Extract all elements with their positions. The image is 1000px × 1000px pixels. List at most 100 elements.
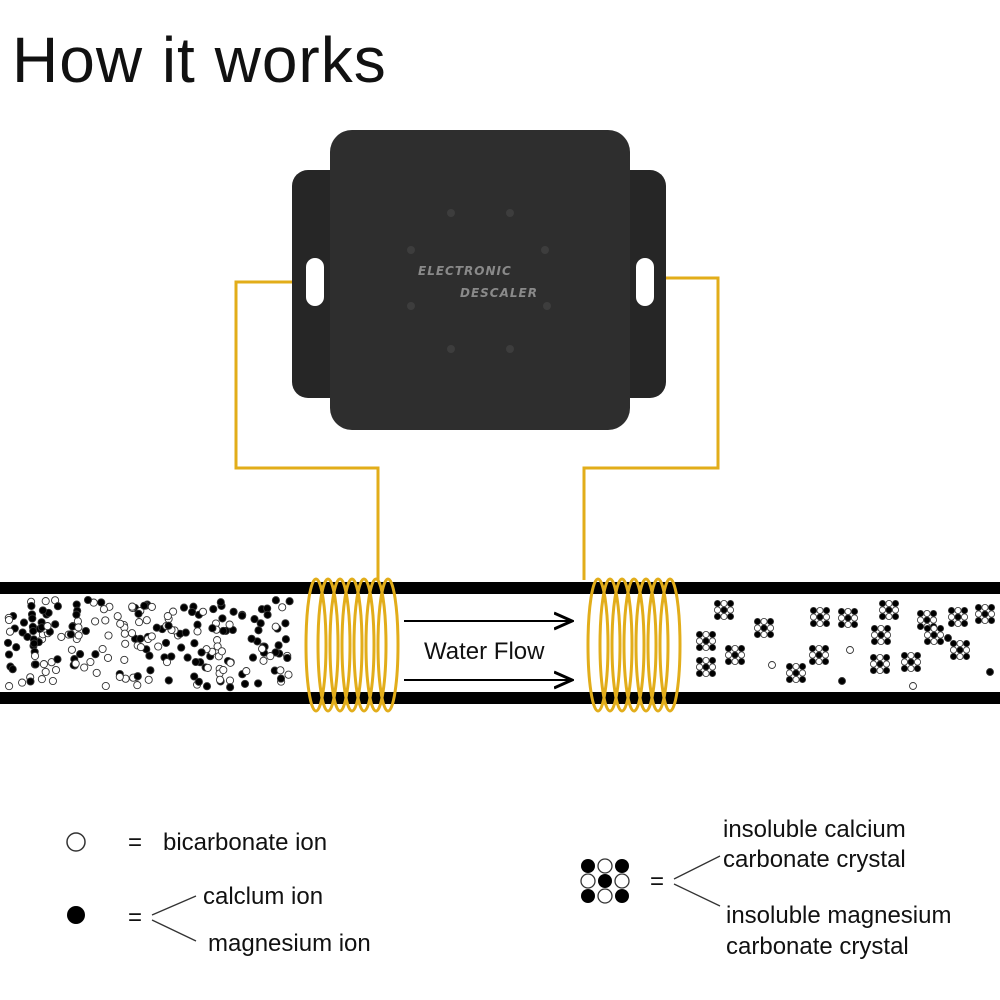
calcium-magnesium-ion xyxy=(209,605,218,614)
calcium-magnesium-ion xyxy=(194,677,203,686)
carbonate-crystal xyxy=(901,652,922,673)
bicarbonate-ion xyxy=(43,622,52,631)
calcium-magnesium-ion xyxy=(283,653,292,663)
pipe-top-wall xyxy=(0,582,1000,594)
crystal-symbol xyxy=(580,858,630,904)
legend-crystal-calcium-line1: insoluble calcium xyxy=(723,816,906,843)
bicarbonate-ion xyxy=(203,663,212,672)
bicarbonate-ion xyxy=(226,658,235,667)
calcium-magnesium-ion xyxy=(271,596,280,605)
legend-calcium-text: calclum ion xyxy=(203,883,324,910)
calcium-magnesium-ion xyxy=(183,653,192,662)
bicarbonate-ion xyxy=(217,647,226,656)
calcium-magnesium-ion xyxy=(30,639,39,648)
bicarbonate-ion xyxy=(147,632,156,641)
bicarbonate-ion xyxy=(162,658,172,667)
calcium-magnesium-ion xyxy=(8,665,17,674)
calcium-magnesium-ion xyxy=(208,624,217,633)
carbonate-crystal xyxy=(948,607,969,628)
bicarbonate-ion xyxy=(41,597,50,606)
bicarbonate-ion-symbol xyxy=(66,832,86,852)
calcium-magnesium-ion xyxy=(29,626,38,636)
bicarbonate-ion xyxy=(768,661,776,669)
carbonate-crystal xyxy=(924,625,945,646)
bicarbonate-ion xyxy=(193,627,202,636)
carbonate-crystal xyxy=(879,600,900,621)
carbonate-crystal xyxy=(870,654,891,675)
bicarbonate-ion xyxy=(128,602,137,611)
bicarbonate-ion xyxy=(120,655,129,664)
calcium-magnesium-ion xyxy=(263,610,272,619)
calcium-magnesium-ion xyxy=(250,615,259,624)
carbonate-crystal xyxy=(809,645,830,666)
calcium-magnesium-ion xyxy=(240,679,250,688)
carbonate-crystal xyxy=(950,640,971,661)
calcium-magnesium-ion xyxy=(281,635,290,644)
bicarbonate-ion xyxy=(278,603,287,612)
mounting-slot-right xyxy=(636,258,654,306)
calcium-magnesium-ion-symbol xyxy=(67,906,85,924)
calcium-magnesium-ion xyxy=(31,660,40,669)
bicarbonate-ion xyxy=(169,607,178,616)
pipe-bottom-wall xyxy=(0,692,1000,704)
carbonate-crystal xyxy=(975,604,996,625)
bicarbonate-ion xyxy=(846,646,854,654)
bicarbonate-ion xyxy=(276,666,285,675)
bicarbonate-ion xyxy=(39,660,48,669)
calcium-magnesium-ion xyxy=(3,638,13,647)
calcium-magnesium-ion xyxy=(76,650,85,659)
bicarbonate-ion xyxy=(142,616,151,625)
carbonate-crystal xyxy=(725,645,746,666)
bicarbonate-ion xyxy=(86,657,95,667)
bicarbonate-ion xyxy=(135,618,144,627)
calcium-magnesium-ion xyxy=(167,652,176,661)
bicarbonate-ion xyxy=(37,675,46,684)
bicarbonate-ion xyxy=(225,620,234,629)
wire-left xyxy=(234,280,380,580)
calcium-magnesium-ion xyxy=(188,607,197,617)
carbonate-crystal xyxy=(714,600,735,621)
electronic-descaler-device: ELECTRONIC DESCALER xyxy=(292,130,666,430)
calcium-magnesium-ion xyxy=(145,651,154,660)
calcium-magnesium-ion xyxy=(12,643,21,652)
bicarbonate-ion xyxy=(219,665,228,675)
legend-crystal-magnesium-line1: insoluble magnesium xyxy=(726,902,952,929)
calcium-magnesium-ion xyxy=(986,668,994,676)
calcium-magnesium-ion xyxy=(226,683,235,692)
bicarbonate-ion xyxy=(258,644,267,653)
bicarbonate-ion xyxy=(121,639,130,648)
bicarbonate-ion xyxy=(104,631,113,640)
bicarbonate-ion xyxy=(259,656,268,665)
bicarbonate-ion xyxy=(92,668,101,677)
bicarbonate-ion xyxy=(147,602,156,611)
bicarbonate-ion xyxy=(120,629,129,638)
bicarbonate-ion xyxy=(154,642,163,651)
calcium-magnesium-ion xyxy=(197,648,206,657)
legend-equals-bicarbonate: = xyxy=(128,829,143,856)
calcium-magnesium-ion xyxy=(51,620,60,629)
legend-crystal-magnesium-line2: carbonate crystal xyxy=(726,933,909,960)
calcium-magnesium-ion xyxy=(281,619,290,628)
bicarbonate-ion xyxy=(215,675,225,684)
bicarbonate-ion xyxy=(41,667,50,676)
calcium-magnesium-ion xyxy=(838,677,846,685)
calcium-magnesium-ion xyxy=(19,618,29,627)
crystal-field-treated xyxy=(696,600,996,690)
bicarbonate-ion xyxy=(71,659,80,668)
calcium-magnesium-ion xyxy=(218,614,227,623)
calcium-magnesium-ion xyxy=(4,650,14,659)
calcium-magnesium-ion xyxy=(944,634,952,642)
calcium-magnesium-ion xyxy=(179,603,189,612)
calcium-magnesium-ion xyxy=(190,672,199,681)
bicarbonate-ion xyxy=(57,632,66,641)
calcium-magnesium-ion xyxy=(97,598,106,607)
carbonate-crystal xyxy=(696,657,717,678)
device-label-line2: DESCALER xyxy=(460,286,538,300)
bicarbonate-ion xyxy=(163,612,172,621)
calcium-magnesium-ion xyxy=(254,679,263,688)
calcium-magnesium-ion xyxy=(91,650,100,659)
bicarbonate-ion xyxy=(127,629,137,638)
carbonate-crystal xyxy=(810,607,831,628)
bicarbonate-ion xyxy=(51,665,61,675)
